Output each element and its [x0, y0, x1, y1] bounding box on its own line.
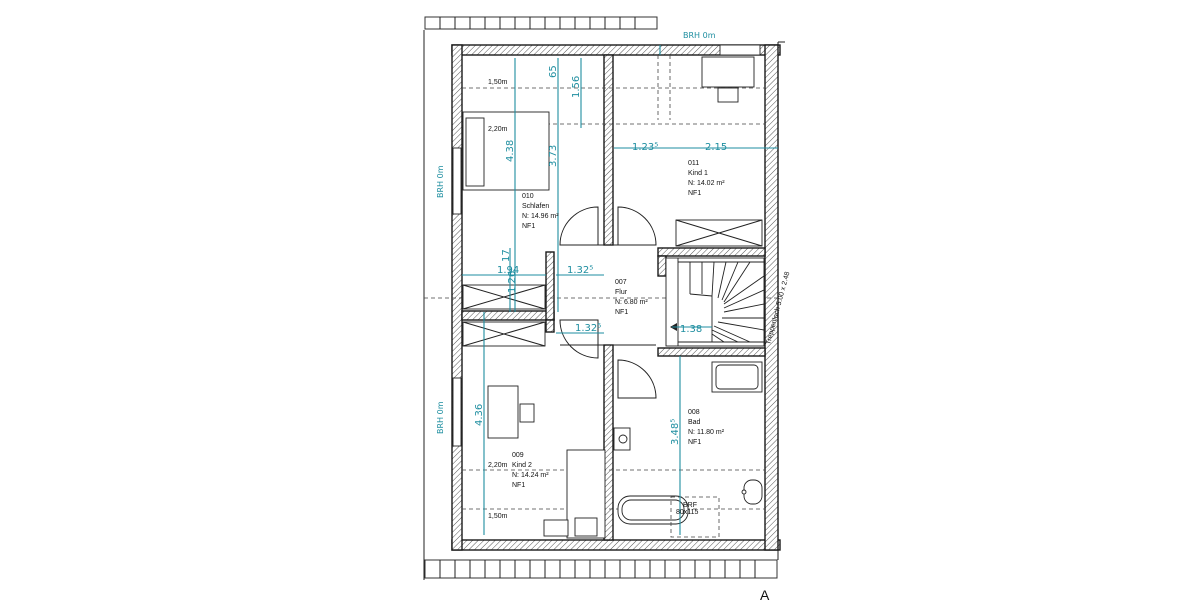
- room-type: NF1: [688, 190, 701, 197]
- dim-348: 3.48⁵: [670, 419, 681, 445]
- room-name: Flur: [615, 289, 628, 296]
- exterior-walls: [451, 44, 781, 551]
- dim-438: 4.38: [505, 140, 516, 162]
- room-name: Kind 2: [512, 462, 532, 469]
- brh-label-left-lower: BRH 0m: [436, 401, 445, 434]
- dim-132a: 1.32⁵: [567, 265, 593, 276]
- shower-label: BRF: [683, 502, 697, 509]
- room-name: Bad: [688, 419, 701, 426]
- room-label-flur: 007 Flur N: 6.80 m² NF1: [615, 279, 648, 316]
- dim-123: 1.23⁵: [632, 142, 658, 153]
- room-name: Kind 1: [688, 170, 708, 177]
- room-area: N: 14.96 m²: [522, 213, 559, 220]
- height-220-bottom: 2,20m: [488, 462, 508, 469]
- room-label-schlafen: 010 Schlafen N: 14.96 m² NF1: [522, 193, 559, 230]
- staircase: [665, 257, 765, 347]
- height-220-top: 2,20m: [488, 126, 508, 133]
- roof-edges: [423, 16, 785, 580]
- room-area: N: 14.02 m²: [688, 180, 725, 187]
- dimension-lines: [462, 45, 778, 535]
- windows: [452, 44, 761, 447]
- dim-17: 17: [501, 249, 512, 262]
- doors: [559, 206, 657, 399]
- room-area: N: 11.80 m²: [688, 429, 725, 436]
- interior-walls: [461, 54, 766, 541]
- dimension-labels: 4.38 65 1.56 3.73 1.23⁵ 2.15 1.94 1.32⁵ …: [474, 65, 727, 445]
- room-label-bad: 008 Bad N: 11.80 m² NF1: [688, 409, 725, 446]
- room-label-kind-1: 011 Kind 1 N: 14.02 m² NF1: [688, 160, 725, 197]
- dim-436: 4.36: [474, 404, 485, 426]
- room-number: 007: [615, 279, 627, 286]
- dim-215: 2.15: [705, 142, 727, 153]
- furniture: [462, 56, 763, 539]
- room-type: NF1: [522, 223, 535, 230]
- room-type: NF1: [688, 439, 701, 446]
- room-area: N: 6.80 m²: [615, 299, 648, 306]
- section-mark: A: [760, 587, 770, 600]
- room-label-kind-2: 009 Kind 2 N: 14.24 m² NF1: [512, 452, 549, 489]
- height-150-bottom: 1,50m: [488, 513, 508, 520]
- room-type: NF1: [615, 309, 628, 316]
- room-number: 008: [688, 409, 700, 416]
- dim-194: 1.94: [497, 265, 519, 276]
- brh-labels: BRH 0m BRH 0m BRH 0m: [436, 31, 716, 434]
- dim-126: 1.26: [507, 271, 518, 293]
- shower-size: 80x115: [676, 509, 699, 516]
- room-name: Schlafen: [522, 203, 549, 210]
- dim-65: 65: [548, 65, 559, 78]
- dim-138: 1.38: [680, 324, 702, 335]
- room-number: 010: [522, 193, 534, 200]
- dim-373: 3.73: [548, 145, 559, 167]
- room-type: NF1: [512, 482, 525, 489]
- room-number: 011: [688, 160, 699, 167]
- room-number: 009: [512, 452, 524, 459]
- height-marks: 1,50m 2,20m 2,20m 1,50m: [488, 79, 508, 520]
- dim-132b: 1.32⁵: [575, 323, 601, 334]
- height-150-top: 1,50m: [488, 79, 508, 86]
- dim-156: 1.56: [571, 76, 582, 98]
- room-area: N: 14.24 m²: [512, 472, 549, 479]
- brh-label-top: BRH 0m: [683, 31, 716, 40]
- brh-label-left-upper: BRH 0m: [436, 165, 445, 198]
